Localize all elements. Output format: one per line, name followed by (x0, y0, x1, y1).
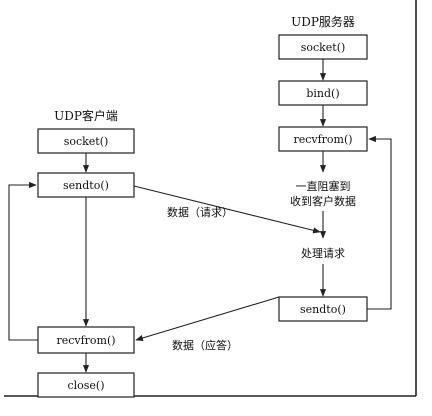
client-socket-label: socket() (64, 135, 109, 148)
client-close-label: close() (67, 379, 104, 392)
arrow-request-message (133, 185, 321, 234)
client-socket-box (37, 128, 135, 154)
reply-message-label: 数据（应答） (172, 338, 238, 352)
server-sendto-label: sendto() (300, 303, 346, 316)
client-close-box (37, 372, 135, 398)
client-recvfrom-box (37, 326, 135, 354)
server-sendto-box (278, 296, 368, 322)
client-recvfrom-label: recvfrom() (56, 334, 115, 347)
server-block-note-line2: 收到客户数据 (290, 194, 356, 208)
server-socket-box (278, 34, 368, 60)
arrow-reply-message (135, 296, 280, 341)
server-bind-box (278, 80, 368, 106)
server-socket-label: socket() (301, 41, 346, 54)
request-message-label: 数据（请求） (167, 205, 233, 219)
server-process-label: 处理请求 (301, 247, 345, 260)
arrow-client-loop-back (8, 181, 38, 341)
server-title: UDP服务器 (291, 14, 355, 29)
server-bind-label: bind() (306, 87, 339, 100)
server-block-note-line1: 一直阻塞到 (296, 179, 351, 193)
server-recvfrom-box (278, 126, 368, 152)
client-title: UDP客户端 (54, 108, 118, 123)
client-sendto-box (37, 172, 135, 198)
server-recvfrom-label: recvfrom() (293, 133, 352, 146)
client-sendto-label: sendto() (63, 179, 109, 192)
arrow-server-loop-back (367, 135, 392, 310)
